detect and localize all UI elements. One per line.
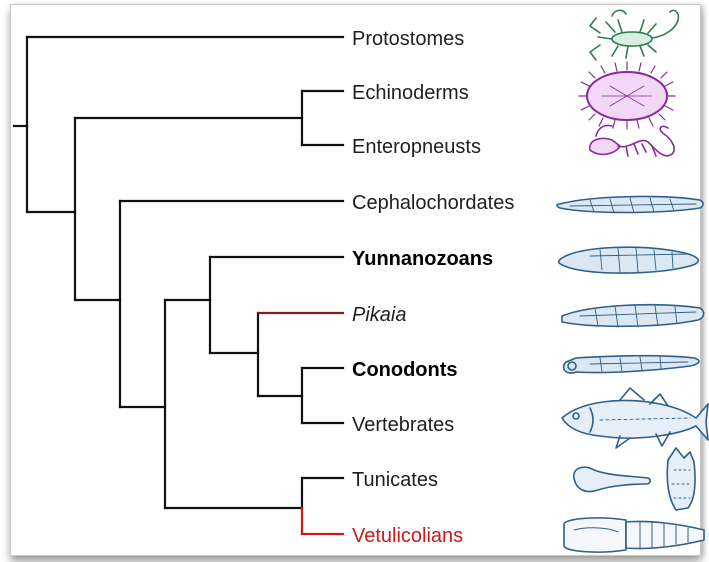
vetulicolian-icon xyxy=(564,518,704,552)
tree-branches xyxy=(14,37,343,534)
conodont-icon xyxy=(564,356,699,373)
sea-urchin-icon xyxy=(579,62,675,129)
taxon-label-pikaia: Pikaia xyxy=(352,304,406,326)
taxon-label-yunnanozoans: Yunnanozoans xyxy=(352,248,493,270)
taxon-label-cephalochordates: Cephalochordates xyxy=(352,192,514,214)
fish-icon xyxy=(562,388,708,448)
taxon-label-tunicates: Tunicates xyxy=(352,469,438,491)
taxon-labels: Protostomes Echinoderms Enteropneusts Ce… xyxy=(352,28,514,547)
scorpion-icon xyxy=(590,10,678,60)
pikaia-icon xyxy=(562,305,704,327)
tunicate-icon xyxy=(574,448,695,510)
taxon-label-protostomes: Protostomes xyxy=(352,28,464,50)
yunnanozoan-icon xyxy=(559,247,699,273)
taxon-label-enteropneusts: Enteropneusts xyxy=(352,136,481,158)
taxon-label-echinoderms: Echinoderms xyxy=(352,82,469,104)
lancelet-icon xyxy=(557,197,703,213)
taxon-label-vetulicolians: Vetulicolians xyxy=(352,525,463,547)
taxon-label-conodonts: Conodonts xyxy=(352,359,458,381)
taxon-label-vertebrates: Vertebrates xyxy=(352,414,454,436)
acorn-worm-icon xyxy=(590,125,674,156)
